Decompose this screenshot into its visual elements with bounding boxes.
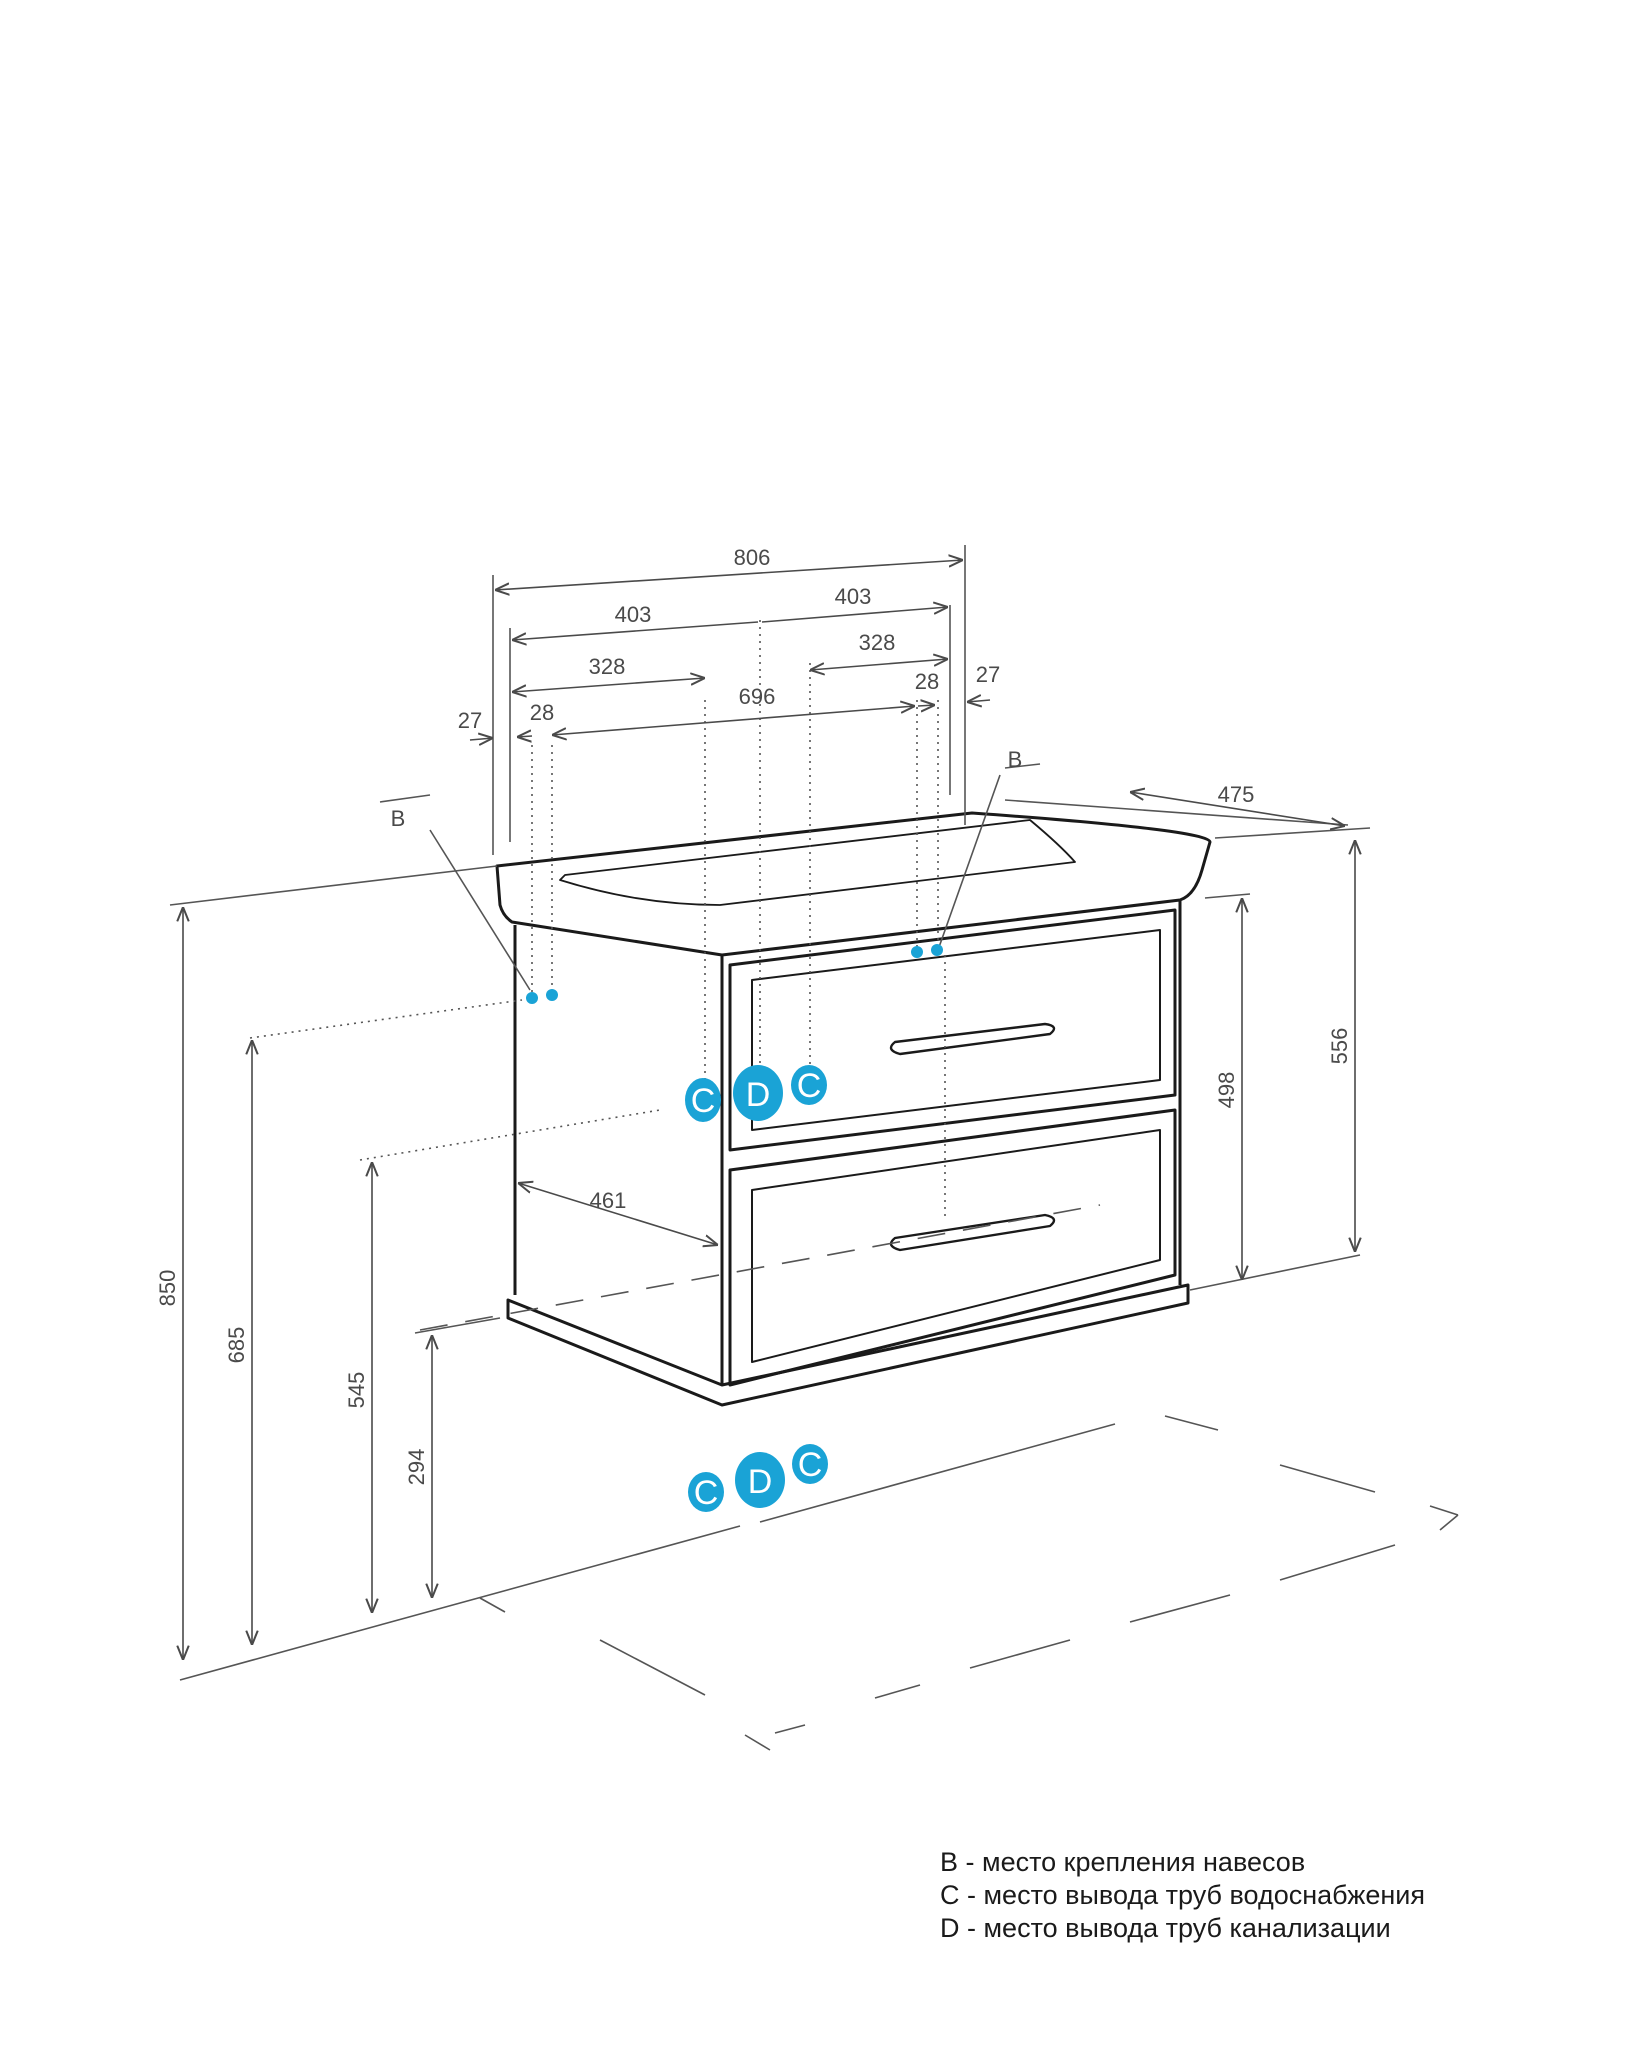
legend-item-b: B - место крепления навесов: [940, 1847, 1306, 1877]
dim-27-right: 27: [976, 662, 1000, 687]
c-marker: [685, 1078, 721, 1122]
dim-498: 498: [1214, 1072, 1239, 1109]
b-label-right: B: [1008, 747, 1023, 772]
b-mount-point: [911, 946, 923, 958]
dimension-arrows: [183, 560, 1355, 1660]
d-marker: [733, 1065, 783, 1121]
dim-850: 850: [155, 1270, 180, 1307]
c-marker: [688, 1472, 724, 1512]
floor-guides: [179, 1415, 1459, 1751]
svg-text:D: D: [748, 1463, 773, 1501]
dim-328-left: 328: [589, 654, 626, 679]
dim-806: 806: [734, 545, 771, 570]
legend: B - место крепления навесов C - место вы…: [940, 1846, 1425, 1945]
b-label-left: B: [391, 806, 406, 831]
b-mount-point: [526, 992, 538, 1004]
dim-475: 475: [1218, 782, 1255, 807]
dim-328-right: 328: [859, 630, 896, 655]
b-markers: B B: [391, 747, 1023, 1004]
dim-696: 696: [739, 684, 776, 709]
hidden-edges: [419, 1204, 1101, 1331]
c-marker: [792, 1444, 828, 1484]
dim-28-left: 28: [530, 700, 554, 725]
b-mount-point: [546, 989, 558, 1001]
svg-text:C: C: [691, 1082, 716, 1120]
cabinet-body: [495, 811, 1212, 1407]
legend-item-c: C - место вывода труб водоснабжения: [940, 1880, 1425, 1910]
dim-461: 461: [590, 1188, 627, 1213]
pipe-markers-floor: C D C: [688, 1444, 828, 1512]
dim-556: 556: [1327, 1028, 1352, 1065]
svg-text:C: C: [798, 1446, 823, 1484]
dim-27-left: 27: [458, 708, 482, 733]
svg-text:D: D: [746, 1076, 771, 1114]
c-marker: [791, 1065, 827, 1105]
projection-lines: [249, 620, 946, 1220]
svg-text:C: C: [694, 1474, 719, 1512]
dim-28-right: 28: [915, 669, 939, 694]
legend-item-d: D - место вывода труб канализации: [940, 1913, 1391, 1943]
b-leaders: [429, 774, 1001, 991]
extension-lines: [169, 545, 1371, 1334]
pipe-markers-wall: C D C: [685, 1065, 827, 1122]
dim-403-right: 403: [835, 584, 872, 609]
dim-545: 545: [344, 1372, 369, 1409]
b-mount-point: [931, 944, 943, 956]
svg-text:C: C: [797, 1067, 822, 1105]
dim-294: 294: [404, 1449, 429, 1486]
dim-685: 685: [224, 1327, 249, 1364]
dimension-labels: 806 403 403 328 328 696 27 28 28 27 475 …: [155, 545, 1352, 1485]
dim-403-left: 403: [615, 602, 652, 627]
d-marker: [735, 1452, 785, 1508]
